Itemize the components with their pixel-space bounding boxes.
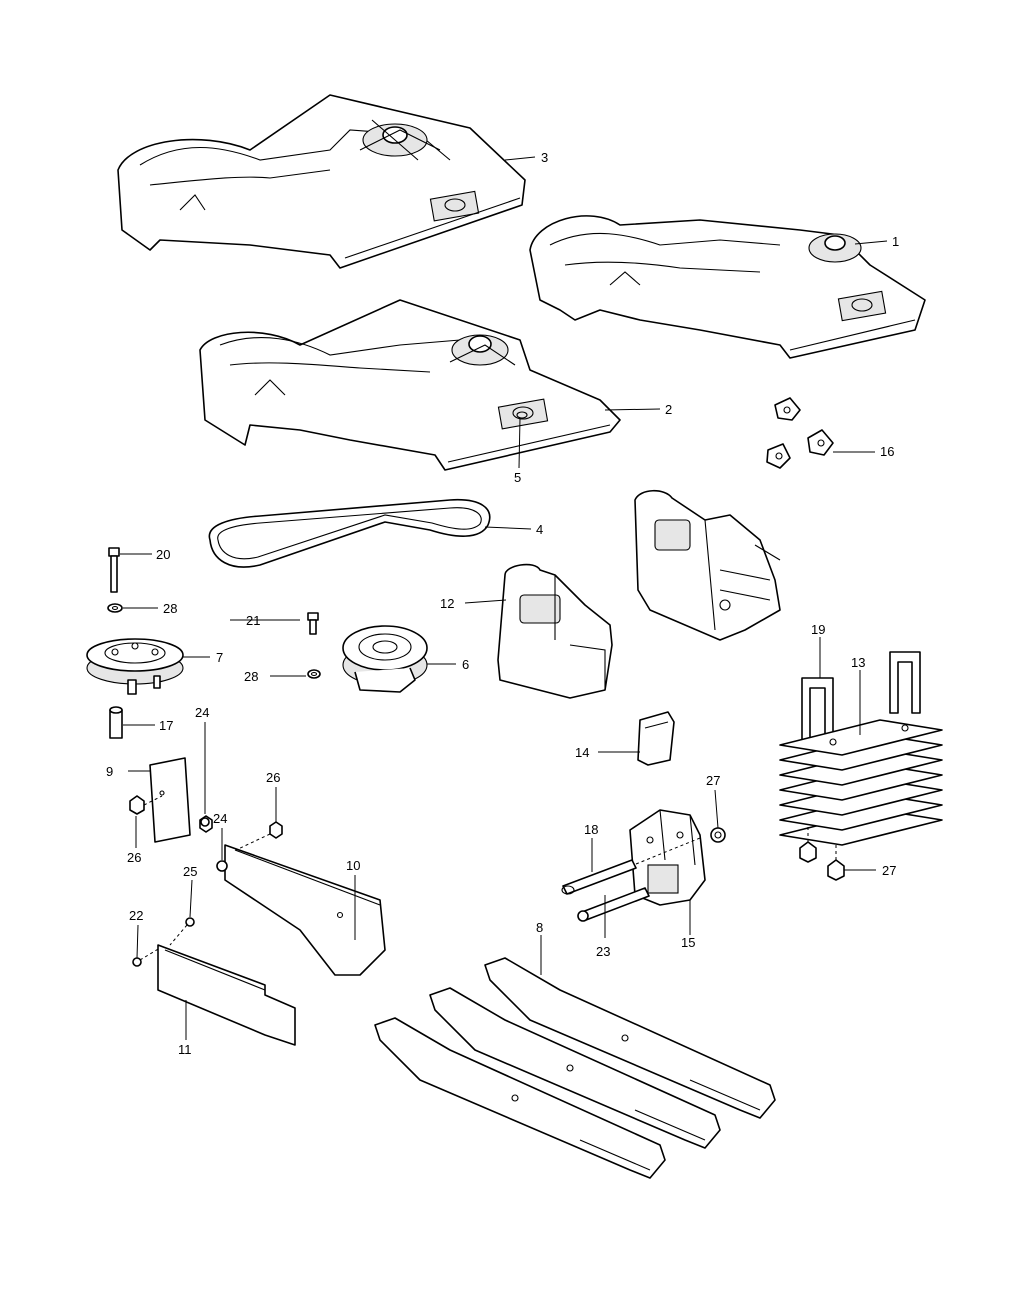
part-bolt-20 xyxy=(108,547,120,593)
callout-24a: 24 xyxy=(195,705,209,720)
callout-10: 10 xyxy=(346,858,360,873)
callout-13: 13 xyxy=(851,655,865,670)
callout-23: 23 xyxy=(596,944,610,959)
callout-3: 3 xyxy=(541,150,548,165)
callout-26a: 26 xyxy=(127,850,141,865)
part-spacer-17 xyxy=(109,706,123,739)
part-shield-10 xyxy=(216,821,386,976)
callout-15: 15 xyxy=(681,935,695,950)
callout-5: 5 xyxy=(514,470,521,485)
part-pulley-7 xyxy=(86,638,184,695)
part-deck-housing-2 xyxy=(199,299,621,471)
callout-9: 9 xyxy=(106,764,113,779)
leader-lines xyxy=(120,156,888,1040)
part-deck-housing-3 xyxy=(117,94,526,269)
callout-12: 12 xyxy=(440,596,454,611)
callout-27a: 27 xyxy=(706,773,720,788)
part-shield-11 xyxy=(132,917,296,1046)
callout-17: 17 xyxy=(159,718,173,733)
part-weight-stack-13 xyxy=(779,651,943,881)
callout-8: 8 xyxy=(536,920,543,935)
part-weight-12 xyxy=(497,563,613,699)
callout-24b: 24 xyxy=(213,811,227,826)
callout-19: 19 xyxy=(811,622,825,637)
callout-1: 1 xyxy=(892,234,899,249)
callout-28b: 28 xyxy=(244,669,258,684)
part-blades-8 xyxy=(374,957,776,1179)
callout-26b: 26 xyxy=(266,770,280,785)
callout-18: 18 xyxy=(584,822,598,837)
part-pin-23 xyxy=(577,887,650,922)
callout-20: 20 xyxy=(156,547,170,562)
part-washer-28 xyxy=(107,603,321,679)
part-nut-27 xyxy=(710,827,726,843)
callout-2: 2 xyxy=(665,402,672,417)
callout-25: 25 xyxy=(183,864,197,879)
callout-14: 14 xyxy=(575,745,589,760)
callout-27b: 27 xyxy=(882,863,896,878)
part-deck-housing-1 xyxy=(529,215,926,359)
callout-6: 6 xyxy=(462,657,469,672)
part-weight-bracket-assembly xyxy=(634,489,781,641)
part-bolt-21 xyxy=(307,612,319,635)
callout-28a: 28 xyxy=(163,601,177,616)
callout-22: 22 xyxy=(129,908,143,923)
callout-21: 21 xyxy=(246,613,260,628)
part-idler-pulley-6 xyxy=(342,625,428,693)
callout-11: 11 xyxy=(178,1042,192,1057)
callout-7: 7 xyxy=(216,650,223,665)
part-clip-14 xyxy=(637,711,675,766)
callout-16: 16 xyxy=(880,444,894,459)
callout-4: 4 xyxy=(536,522,543,537)
part-knobs-16 xyxy=(766,397,834,469)
part-belt-4 xyxy=(208,498,491,568)
part-plate-9 xyxy=(129,757,213,843)
callouts: 3 1 2 5 16 4 20 28 7 17 21 28 6 12 19 13… xyxy=(106,150,899,1057)
part-decal-5 xyxy=(516,411,528,419)
part-pin-18 xyxy=(561,837,701,895)
